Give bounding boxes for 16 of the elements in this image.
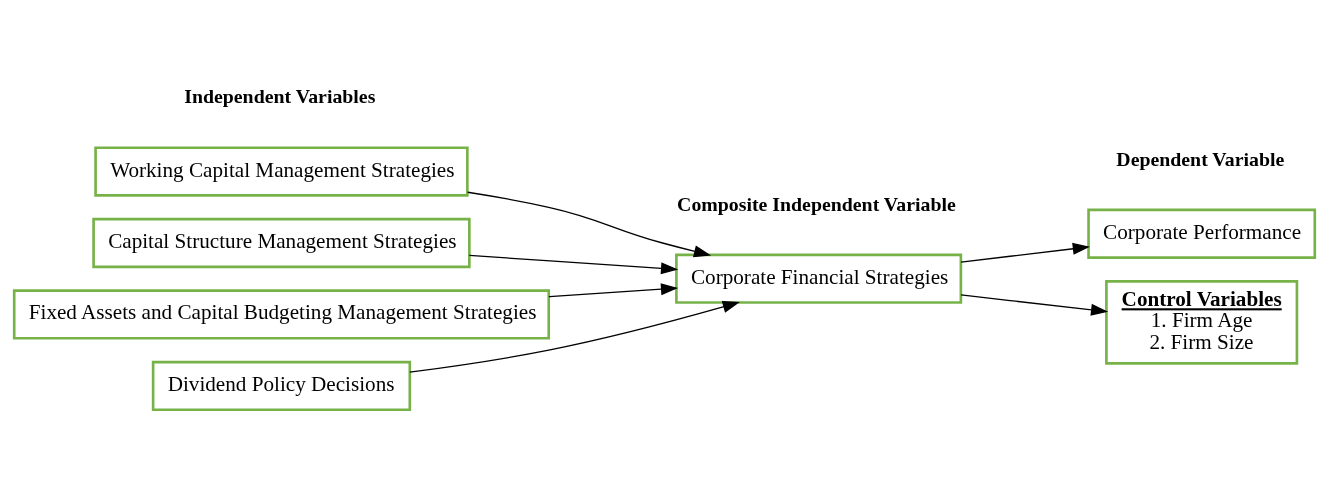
- arrow: [409, 301, 740, 373]
- arrow: [960, 242, 1090, 263]
- node-box: Corporate Financial Strategies: [675, 253, 963, 304]
- arrow: [960, 294, 1109, 316]
- label: Composite Independent Variable: [677, 192, 956, 215]
- node-box: Fixed Assets and Capital Budgeting Management Strategies: [12, 289, 551, 340]
- node-box: Control Variables 1. Firm Age 2. Firm Size: [1105, 280, 1299, 365]
- node-box: Working Capital Management Strategies: [94, 146, 469, 197]
- node-box: Corporate Performance: [1087, 208, 1317, 259]
- node-box: Dividend Policy Decisions: [151, 360, 412, 412]
- label: Independent Variables: [184, 85, 376, 108]
- node-box: Capital Structure Management Strategies: [92, 217, 471, 269]
- arrow: [467, 191, 712, 258]
- arrow: [468, 254, 679, 275]
- arrow: [548, 283, 679, 298]
- label: Dependent Variable: [1116, 147, 1285, 170]
